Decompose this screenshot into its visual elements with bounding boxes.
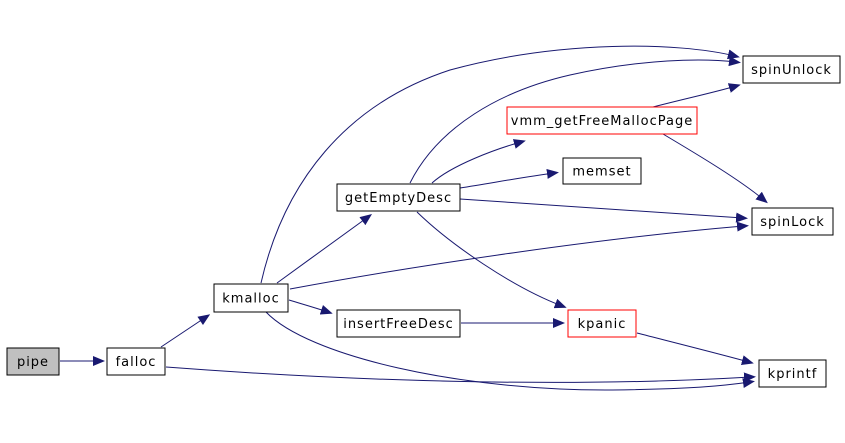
node-memset[interactable]: memset: [562, 157, 642, 185]
node-label-insertFreeDesc: insertFreeDesc: [343, 317, 454, 332]
edge-kpanic-to-kprintf: [636, 332, 754, 365]
node-box-vmm_getFreeMallocPage: [506, 106, 698, 135]
edge-vmm_getFreeMallocPage-to-spinLock: [662, 133, 768, 204]
edge-vmm_getFreeMallocPage-to-spinUnlock: [652, 83, 741, 108]
node-box-getEmptyDesc: [336, 183, 461, 212]
node-box-pipe: [6, 347, 60, 376]
node-label-memset: memset: [572, 165, 631, 180]
node-label-spinLock: spinLock: [760, 215, 825, 230]
edge-getEmptyDesc-to-spinUnlock: [409, 56, 741, 184]
node-pipe[interactable]: pipe: [6, 347, 60, 376]
node-getEmptyDesc[interactable]: getEmptyDesc: [336, 183, 461, 212]
edge-getEmptyDesc-to-vmm_getFreeMallocPage: [431, 139, 526, 184]
node-box-falloc: [106, 347, 166, 376]
node-kpanic[interactable]: kpanic: [567, 309, 637, 338]
edge-getEmptyDesc-to-kpanic: [416, 211, 567, 309]
node-insertFreeDesc[interactable]: insertFreeDesc: [336, 309, 461, 338]
node-box-kmalloc: [213, 283, 289, 313]
node-vmm_getFreeMallocPage[interactable]: vmm_getFreeMallocPage: [506, 106, 698, 135]
edge-kmalloc-to-spinUnlock: [260, 45, 740, 284]
node-box-kprintf: [758, 359, 827, 388]
edge-kmalloc-to-insertFreeDesc: [288, 299, 333, 315]
node-kprintf[interactable]: kprintf: [758, 359, 827, 388]
node-label-spinUnlock: spinUnlock: [751, 63, 832, 78]
node-label-vmm_getFreeMallocPage: vmm_getFreeMallocPage: [511, 114, 693, 129]
node-box-kpanic: [567, 309, 637, 338]
node-kmalloc[interactable]: kmalloc: [213, 283, 289, 313]
node-box-insertFreeDesc: [336, 309, 461, 338]
node-spinLock[interactable]: spinLock: [751, 207, 834, 236]
node-box-spinLock: [751, 207, 834, 236]
node-box-memset: [562, 157, 642, 185]
edge-falloc-to-kmalloc: [160, 314, 211, 348]
node-label-kprintf: kprintf: [768, 367, 818, 382]
edge-getEmptyDesc-to-memset: [459, 168, 559, 189]
edge-falloc-to-kprintf: [165, 366, 756, 383]
node-label-kmalloc: kmalloc: [222, 292, 279, 307]
edge-getEmptyDesc-to-spinLock: [459, 198, 748, 223]
node-falloc[interactable]: falloc: [106, 347, 166, 376]
node-spinUnlock[interactable]: spinUnlock: [742, 55, 841, 84]
edge-kmalloc-to-kprintf: [265, 311, 755, 391]
node-label-falloc: falloc: [116, 355, 157, 370]
edge-kmalloc-to-spinLock: [289, 221, 749, 290]
node-box-spinUnlock: [742, 55, 841, 84]
node-label-getEmptyDesc: getEmptyDesc: [345, 191, 452, 206]
node-label-kpanic: kpanic: [578, 317, 627, 332]
node-label-pipe: pipe: [17, 355, 49, 370]
edge-kmalloc-to-getEmptyDesc: [276, 214, 373, 284]
